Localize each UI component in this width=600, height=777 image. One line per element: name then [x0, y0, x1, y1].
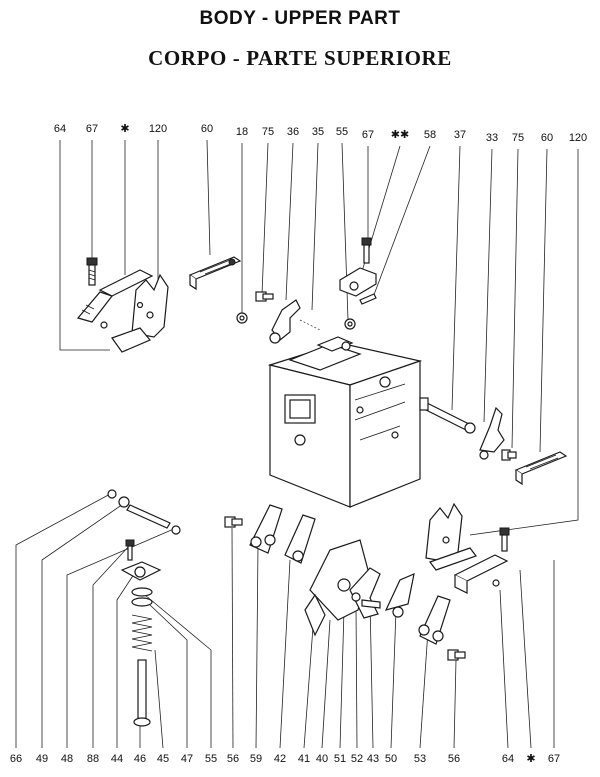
spring-47: [131, 614, 153, 652]
bottom-label-15: 52: [351, 753, 363, 765]
bolt-45: [133, 659, 151, 727]
block-top: [339, 267, 377, 297]
pin-58: [359, 293, 377, 305]
main-body-housing: [267, 336, 423, 508]
washer-49: [118, 496, 130, 508]
bottom-label-4: 44: [111, 753, 123, 765]
top-label-15: 75: [512, 132, 524, 144]
lever-36: [269, 299, 301, 344]
screw-67-right: [499, 527, 510, 552]
bottom-label-16: 43: [367, 753, 379, 765]
bottom-label-7: 47: [181, 753, 193, 765]
top-label-6: 75: [262, 126, 274, 138]
bottom-label-12: 41: [298, 753, 310, 765]
rail-60-left: [188, 256, 242, 291]
bracket-right: [453, 554, 509, 594]
top-label-13: 37: [454, 129, 466, 141]
top-label-1: 67: [86, 123, 98, 135]
rail-60-right: [514, 451, 568, 486]
link-42: [284, 514, 316, 564]
bracket-44: [120, 561, 162, 581]
top-label-0: 64: [54, 123, 66, 135]
nut-66: [107, 489, 117, 499]
plate-120-left: [111, 273, 169, 353]
top-label-17: 120: [569, 132, 587, 144]
shaft-37: [419, 397, 476, 434]
pin-35: [299, 319, 321, 331]
top-label-16: 60: [541, 132, 553, 144]
pin-43: [361, 599, 381, 609]
screw-75-right: [501, 449, 517, 461]
top-label-8: 35: [312, 126, 324, 138]
top-callout-labels: 64 67 ✱ 120 60 18 75 36 35 55 67 ✱✱ 58 3…: [54, 123, 587, 144]
bottom-label-17: 50: [385, 753, 397, 765]
washers-46: [131, 587, 153, 607]
bracket-left: [76, 269, 154, 329]
lever-33: [479, 406, 505, 460]
washer-18: [236, 312, 248, 324]
bottom-label-5: 46: [134, 753, 146, 765]
screw-56-left: [224, 516, 243, 528]
top-leader-lines: [59, 139, 579, 536]
link-53: [418, 595, 451, 645]
top-label-14: 33: [486, 132, 498, 144]
top-label-9: 55: [336, 126, 348, 138]
bottom-label-18: 53: [414, 753, 426, 765]
bottom-label-1: 49: [36, 753, 48, 765]
plate-120-right: [425, 502, 477, 571]
link-59: [249, 504, 283, 554]
screw-88: [125, 539, 135, 561]
top-label-7: 36: [287, 126, 299, 138]
pin-48: [126, 504, 181, 535]
top-label-10: 67: [362, 129, 374, 141]
bottom-label-2: 48: [61, 753, 73, 765]
bottom-label-10: 59: [250, 753, 262, 765]
bottom-label-0: 66: [10, 753, 22, 765]
top-label-2: ✱: [120, 123, 129, 135]
bottom-label-14: 51: [334, 753, 346, 765]
bottom-label-3: 88: [87, 753, 99, 765]
top-label-3: 120: [149, 123, 167, 135]
bottom-label-9: 56: [227, 753, 239, 765]
top-label-4: 60: [201, 123, 213, 135]
bottom-label-21: ✱: [526, 753, 535, 765]
top-label-5: 18: [236, 126, 248, 138]
top-label-11: ✱✱: [391, 129, 409, 141]
bottom-label-19: 56: [448, 753, 460, 765]
screw-67-top: [361, 237, 372, 264]
bottom-label-11: 42: [274, 753, 286, 765]
bottom-callout-labels: 66 49 48 88 44 46 45 47 55 56 59 42 41 4…: [10, 753, 560, 765]
screw-75: [255, 291, 274, 302]
bottom-label-13: 40: [316, 753, 328, 765]
screw-56-right: [447, 649, 466, 661]
page-title: BODY - UPPER PART: [199, 8, 401, 29]
link-50: [384, 572, 415, 618]
bottom-label-22: 67: [548, 753, 560, 765]
screw-67-left: [86, 257, 98, 286]
bottom-label-6: 45: [157, 753, 169, 765]
top-label-12: 58: [424, 129, 436, 141]
page-subtitle: CORPO - PARTE SUPERIORE: [148, 46, 452, 70]
washer-55: [344, 318, 356, 330]
bottom-label-8: 55: [205, 753, 217, 765]
bottom-leader-lines: [15, 492, 555, 749]
bottom-label-20: 64: [502, 753, 514, 765]
